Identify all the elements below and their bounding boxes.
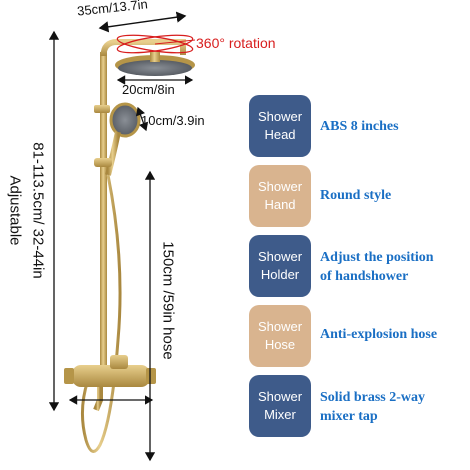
desc-shower-head: ABS 8 inches <box>320 119 399 134</box>
shower-hose <box>81 174 122 453</box>
main-riser-bar <box>100 52 107 372</box>
shower-head-face <box>118 60 192 76</box>
arm-width-dimension-line <box>98 11 187 33</box>
shower-arm <box>100 39 186 57</box>
desc-shower-hose: Anti-explosion hose <box>320 327 438 342</box>
hand-diameter-label: 10cm/3.9in <box>141 113 205 128</box>
handshower-holder <box>94 158 112 167</box>
hand-shower-head <box>109 102 141 138</box>
adjustable-label: Adjustable <box>6 175 24 246</box>
mixer-body <box>72 365 150 387</box>
desc-shower-hand: Round style <box>320 188 392 203</box>
hand-shower-handle <box>105 131 121 176</box>
riser-clip <box>94 105 110 113</box>
desc-shower-holder: Adjust the position of handshower <box>320 250 434 284</box>
head-diameter-label: 20cm/8in <box>122 82 175 97</box>
hose-length-label: 150cm /59in hose <box>159 241 177 360</box>
height-range-label: 81-113.5cm/ 32-44in <box>29 142 47 279</box>
desc-shower-mixer: Solid brass 2-way mixer tap <box>320 390 426 424</box>
rotation-label: 360° rotation <box>196 35 276 51</box>
